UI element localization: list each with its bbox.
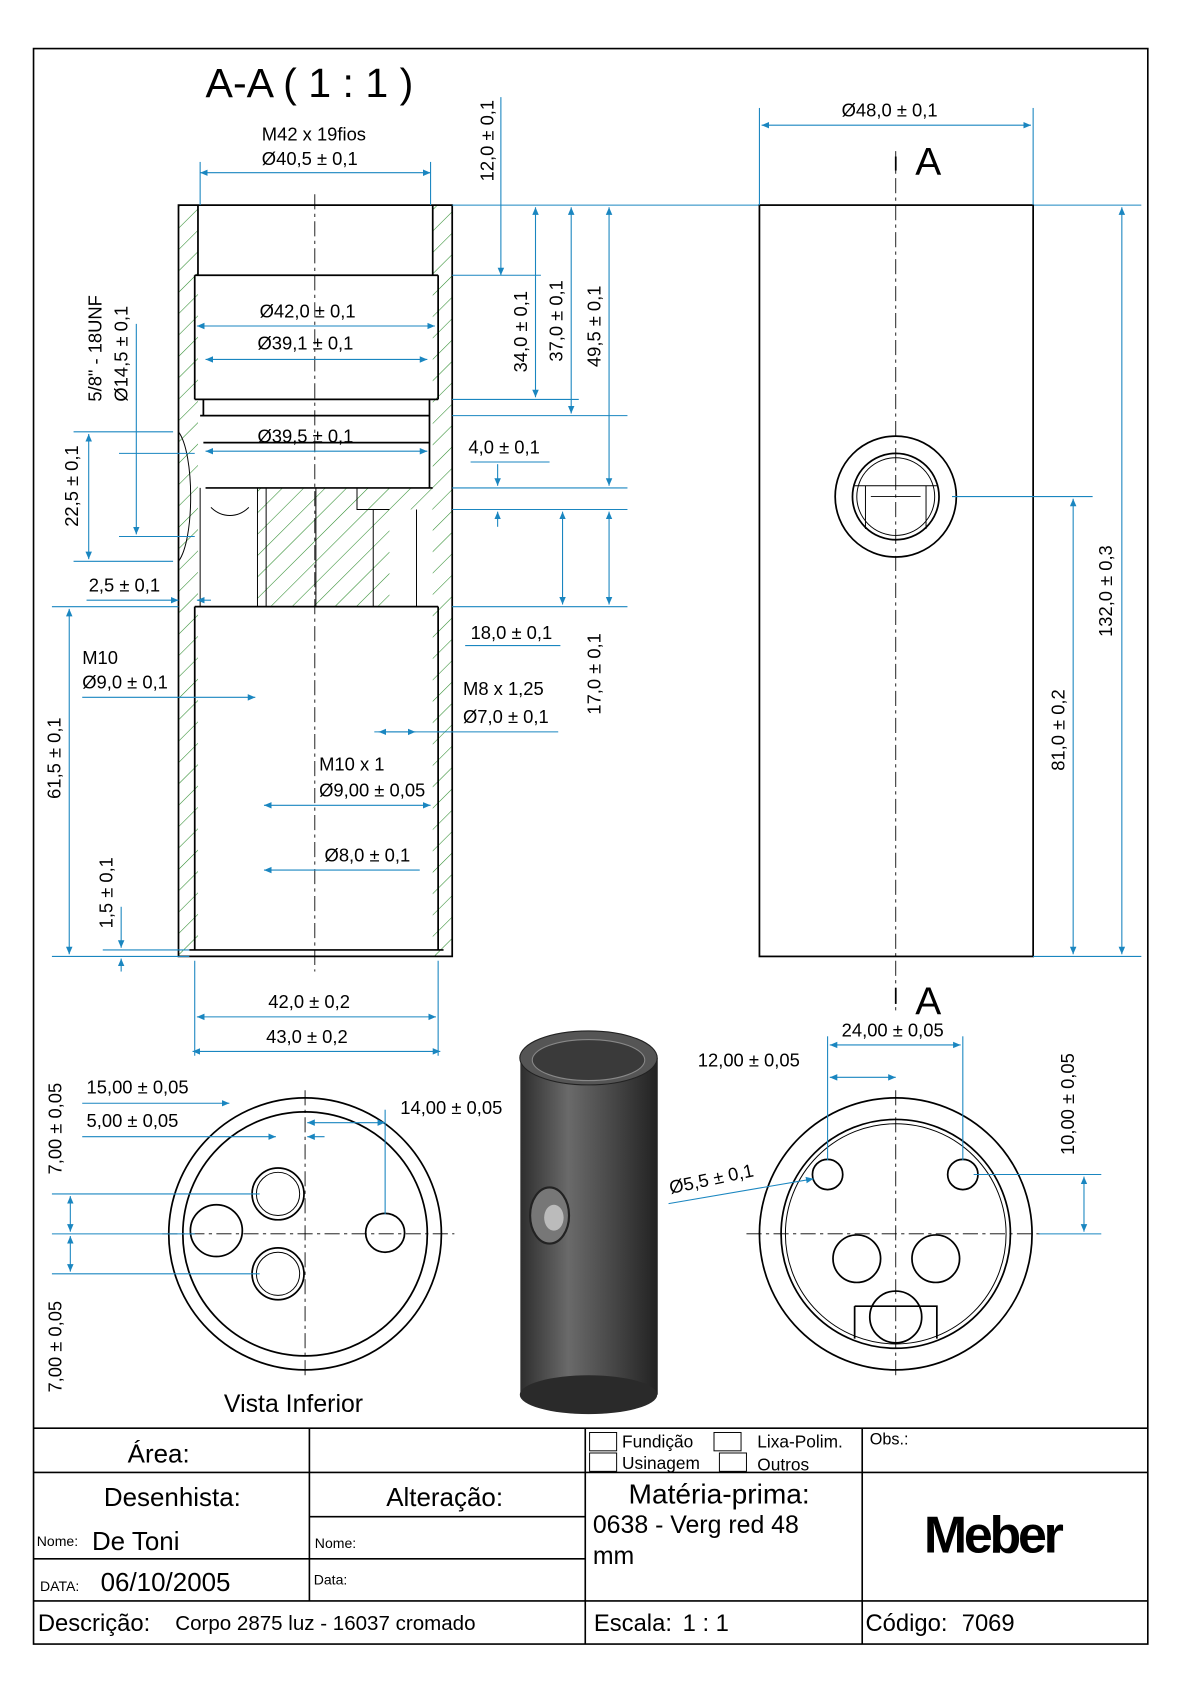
drawing-frame: [32, 47, 1149, 1645]
section-mark-top: A: [915, 141, 941, 184]
dim-d42: Ø42,0 ± 0,1: [260, 300, 356, 321]
process-fundicao: Fundição: [622, 1432, 693, 1452]
drafter-name: De Toni: [92, 1528, 180, 1556]
dim-h12: 12,0 ± 0,1: [476, 100, 497, 181]
side-view: A A Ø48,0 ± 0,1 132,0 ± 0,3 81,0 ± 0,2: [758, 100, 1142, 1024]
dim-d8-0: Ø8,0 ± 0,1: [325, 844, 411, 865]
isometric-part-view: [519, 1030, 658, 1415]
process-outros: Outros: [757, 1454, 809, 1474]
section-dimensions: [51, 97, 1142, 1056]
change-name-label: Nome:: [315, 1535, 356, 1551]
change-label: Alteração:: [386, 1484, 503, 1512]
dim-thread-top: M42 x 19fios: [262, 123, 366, 144]
material-line1: 0638 - Verg red 48: [593, 1512, 799, 1539]
scale-value: 1 : 1: [683, 1610, 729, 1637]
dim-d39-5: Ø39,5 ± 0,1: [257, 426, 353, 447]
dim-h1-5: 1,5 ± 0,1: [95, 857, 116, 928]
name-label: Nome:: [37, 1533, 78, 1549]
code-value: 7069: [962, 1610, 1015, 1637]
drafter-label: Desenhista:: [104, 1484, 241, 1512]
company-logo: Meber: [924, 1505, 1064, 1563]
dim-w2-5: 2,5 ± 0,1: [89, 575, 160, 596]
area-label: Área:: [128, 1440, 190, 1469]
checkbox-lixa-polim[interactable]: [713, 1431, 742, 1452]
material-label: Matéria-prima:: [629, 1479, 810, 1510]
dim-w43: 43,0 ± 0,2: [266, 1026, 348, 1047]
section-dimension-labels: M42 x 19fios Ø40,5 ± 0,1 12,0 ± 0,1 Ø42,…: [44, 100, 605, 1047]
dim-d9-0: Ø9,0 ± 0,1: [82, 672, 168, 693]
process-usinagem: Usinagem: [622, 1453, 700, 1473]
section-title: A-A ( 1 : 1 ): [206, 60, 414, 106]
dim-m10x1: M10 x 1: [319, 754, 384, 775]
dim-h4: 4,0 ± 0,1: [468, 436, 539, 457]
section-mark-bottom: A: [915, 981, 941, 1024]
dim-h132: 132,0 ± 0,3: [1095, 545, 1116, 637]
checkbox-fundicao[interactable]: [589, 1431, 618, 1452]
dim-d39-1: Ø39,1 ± 0,1: [257, 333, 353, 354]
dim-h7a: 7,00 ± 0,05: [45, 1083, 66, 1175]
description-label: Descrição:: [38, 1610, 150, 1637]
dim-w5: 5,00 ± 0,05: [87, 1110, 179, 1131]
dim-w42: 42,0 ± 0,2: [268, 991, 350, 1012]
dim-h34: 34,0 ± 0,1: [510, 291, 531, 372]
dim-w14: 14,00 ± 0,05: [400, 1097, 502, 1118]
dim-h10: 10,00 ± 0,05: [1057, 1053, 1078, 1155]
date-value: 06/10/2005: [101, 1569, 231, 1597]
description-value: Corpo 2875 luz - 16037 cromado: [175, 1612, 475, 1635]
dim-d14-5: Ø14,5 ± 0,1: [111, 306, 132, 402]
dim-h17: 17,0 ± 0,1: [583, 633, 604, 714]
dim-h81: 81,0 ± 0,2: [1047, 689, 1068, 770]
obs-label: Obs.:: [870, 1430, 909, 1448]
dim-h61-5: 61,5 ± 0,1: [44, 717, 65, 798]
bottom-view-label: Vista Inferior: [224, 1391, 363, 1418]
dim-d9-00: Ø9,00 ± 0,05: [319, 780, 425, 801]
dim-unf: 5/8" - 18UNF: [85, 295, 106, 401]
dim-d5-5: Ø5,5 ± 0,1: [667, 1160, 755, 1198]
dim-d48: Ø48,0 ± 0,1: [842, 100, 938, 121]
date-label: DATA:: [40, 1578, 79, 1594]
dim-d40-5: Ø40,5 ± 0,1: [262, 148, 358, 169]
dim-h18: 18,0 ± 0,1: [471, 622, 553, 643]
change-date-label: Data:: [314, 1572, 348, 1588]
dim-h49-5: 49,5 ± 0,1: [583, 286, 604, 367]
dim-w15: 15,00 ± 0,05: [87, 1077, 189, 1098]
section-view: A-A ( 1 : 1 ): [44, 60, 1142, 1056]
process-lixa-polim: Lixa-Polim.: [757, 1432, 843, 1452]
bottom-view: 15,00 ± 0,05 5,00 ± 0,05 14,00 ± 0,05 7,…: [45, 1077, 503, 1418]
title-block: Área: Fundição Lixa-Polim. Usinagem Outr…: [33, 1427, 1148, 1645]
dim-w12: 12,00 ± 0,05: [698, 1050, 800, 1071]
dim-h22-5: 22,5 ± 0,1: [61, 445, 82, 526]
dim-h7b: 7,00 ± 0,05: [45, 1301, 66, 1393]
dim-h37: 37,0 ± 0,1: [546, 280, 567, 361]
dim-m10: M10: [82, 647, 118, 668]
checkbox-outros[interactable]: [718, 1452, 747, 1472]
dim-w24: 24,00 ± 0,05: [842, 1019, 944, 1040]
checkbox-usinagem[interactable]: [589, 1452, 618, 1472]
dim-d7-0: Ø7,0 ± 0,1: [463, 706, 549, 727]
dim-m8: M8 x 1,25: [463, 678, 544, 699]
code-label: Código:: [865, 1610, 947, 1637]
scale-label: Escala:: [594, 1610, 672, 1637]
top-view: 24,00 ± 0,05 12,00 ± 0,05 10,00 ± 0,05 Ø…: [667, 1019, 1102, 1380]
material-line2: mm: [593, 1543, 634, 1570]
